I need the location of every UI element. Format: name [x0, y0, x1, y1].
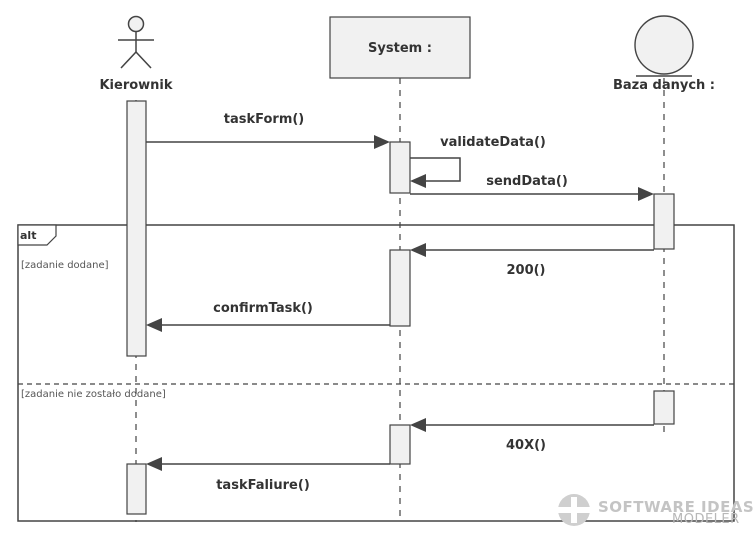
lifeline-label-system: System :	[368, 41, 432, 56]
message-40x	[410, 418, 654, 432]
guard-2: [zadanie nie zostało dodane]	[21, 389, 166, 400]
activation-system-1	[389, 141, 411, 194]
lifeline-label-baza-danych: Baza danych :	[613, 78, 715, 93]
message-label-taskfaliure: taskFaliure()	[216, 478, 310, 493]
activation-system-2	[389, 249, 411, 327]
activation-baza-1	[653, 193, 675, 250]
lifeline-label-kierownik: Kierownik	[99, 78, 172, 93]
activation-kierownik-2	[126, 463, 147, 515]
message-label-40x: 40X()	[506, 438, 546, 453]
actor-kierownik-figure	[118, 15, 154, 69]
fragment-operator: alt	[20, 229, 36, 242]
message-label-senddata: sendData()	[486, 174, 568, 189]
message-senddata	[410, 187, 654, 201]
message-validatedata	[410, 157, 461, 188]
activation-baza-2	[653, 390, 675, 425]
watermark-line1: SOFTWARE IDEAS	[598, 498, 754, 516]
watermark-line2: MODELER	[672, 512, 740, 527]
message-label-confirmtask: confirmTask()	[213, 301, 313, 316]
entity-baza-danych-icon	[634, 15, 694, 75]
message-label-validatedata: validateData()	[440, 135, 546, 150]
message-confirmtask	[146, 318, 390, 332]
message-taskfaliure	[146, 457, 390, 471]
message-200	[410, 243, 654, 257]
message-label-200: 200()	[506, 263, 545, 278]
guard-1: [zadanie dodane]	[21, 260, 109, 271]
watermark-logo-icon	[558, 494, 590, 526]
alt-fragment-frame	[17, 224, 735, 522]
object-system-box	[329, 16, 471, 79]
alt-fragment-tab	[17, 224, 57, 246]
activation-kierownik-1	[126, 100, 147, 357]
activation-system-3	[389, 424, 411, 465]
message-label-taskform: taskForm()	[224, 112, 305, 127]
message-taskform	[146, 135, 390, 149]
